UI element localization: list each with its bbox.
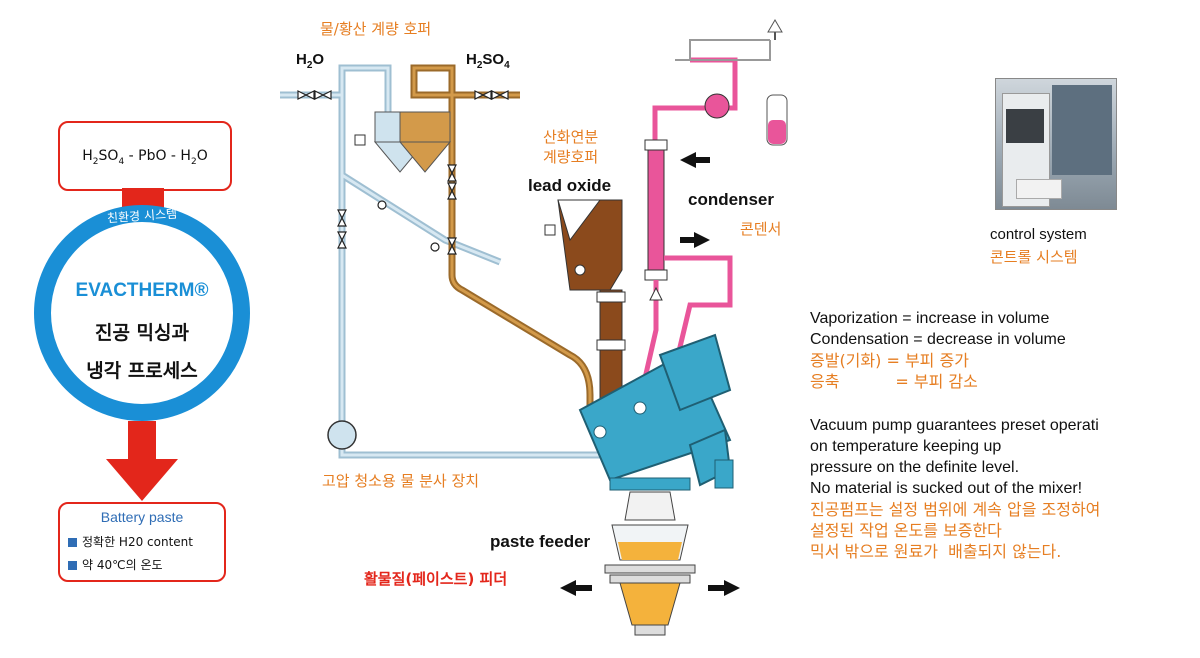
battery-item-1: 정확한 H20 content (68, 533, 193, 550)
feeder-arrow-right-icon (708, 580, 740, 596)
valve-icons (297, 90, 509, 255)
oxide-hopper-label-2: 계량호퍼 (543, 148, 599, 166)
feeder-arrow-left-icon (560, 580, 592, 596)
lead-oxide-label: lead oxide (528, 176, 612, 195)
ring-line-2: 진공 믹싱과 (94, 322, 189, 344)
vacuum-ko-line-2: 설정된 작업 온도를 보증한다 (810, 521, 1002, 540)
water-acid-hopper (354, 111, 452, 173)
paste-feeder-label: paste feeder (490, 532, 591, 551)
formula-text: H2SO4 - PbO - H2O (82, 148, 208, 167)
oxide-hopper-label-1: 산화연분 (543, 128, 599, 146)
vacuum-line-2: on temperature keeping up (810, 438, 1002, 455)
battery-item-2: 약 40℃의 온도 (68, 556, 163, 573)
vacuum-ko-line-1: 진공펌프는 설정 범위에 계속 압을 조정하여 (810, 500, 1101, 519)
mixer-machine (578, 333, 734, 491)
paste-feeder (604, 491, 696, 636)
formula-box: H2SO4 - PbO - H2O (58, 121, 232, 191)
condenser-unit (637, 19, 788, 411)
bullet-icon (68, 561, 77, 570)
control-system-photo (995, 78, 1117, 210)
down-arrow-icon (106, 421, 178, 501)
h2o-label: H2O (296, 51, 325, 71)
bullet-icon (68, 538, 77, 547)
vaporization-ko-line: 증발(기화) = 부피 증가 (810, 351, 969, 370)
condenser-ko-label: 콘덴서 (740, 220, 782, 238)
condensation-line: Condensation = decrease in volume (810, 331, 1066, 348)
vaporization-line: Vaporization = increase in volume (810, 310, 1050, 327)
vacuum-line-3: pressure on the definite level. (810, 459, 1020, 476)
control-system-ko-label: 콘트롤 시스템 (990, 248, 1078, 266)
explanation-text: Vaporization = increase in volume Conden… (810, 308, 1100, 562)
condenser-label: condenser (688, 190, 774, 209)
arrow-left-icon (680, 152, 710, 168)
paste-feeder-ko-label: 활물질(페이스트) 피더 (364, 570, 508, 588)
control-system-label: control system (990, 226, 1087, 243)
water-acid-hopper-label: 물/황산 계량 호퍼 (320, 20, 432, 38)
process-diagram (280, 19, 788, 636)
evactherm-ring (34, 205, 250, 421)
condensation-ko-line: 응축 = 부피 감소 (810, 372, 978, 391)
arrow-right-icon (680, 232, 710, 248)
ring-title: EVACTHERM® (75, 280, 209, 301)
ring-line-3: 냉각 프로세스 (86, 360, 198, 382)
lead-oxide-hopper (544, 199, 626, 401)
battery-paste-title: Battery paste (100, 509, 184, 525)
h2so4-label: H2SO4 (466, 51, 510, 71)
connector-bar (122, 188, 164, 210)
vacuum-line-4: No material is sucked out of the mixer! (810, 480, 1083, 497)
water-pump-icon (327, 420, 357, 450)
spray-label: 고압 청소용 물 분사 장치 (322, 472, 480, 490)
battery-paste-box: Battery paste 정확한 H20 content 약 40℃의 온도 (58, 502, 226, 582)
vacuum-ko-line-3: 믹서 밖으로 원료가 배출되지 않는다. (810, 542, 1062, 561)
vacuum-line-1: Vacuum pump guarantees preset operati (810, 417, 1099, 434)
